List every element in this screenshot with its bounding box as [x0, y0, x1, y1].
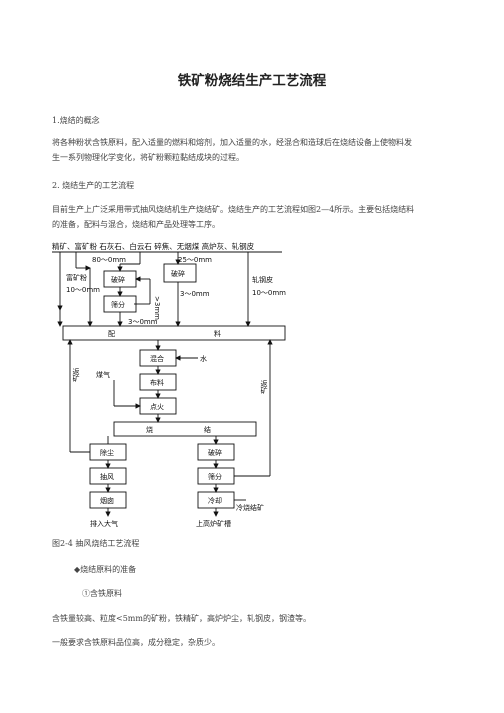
section-1-line-1: 将各种粉状含铁原料，配入适量的燃料和熔剂，加入适量的水，经混合和造球后在烧结设备… — [52, 138, 412, 147]
label-mill-scale: 轧钢皮 — [252, 275, 273, 284]
label-crush-2: 破碎 — [171, 269, 185, 278]
label-cool: 冷却 — [208, 496, 222, 505]
crush-box-2 — [163, 263, 197, 283]
label-10mm-b: 10～0mm — [252, 289, 286, 297]
label-rich-ore: 富矿粉 — [66, 273, 87, 282]
paragraph-2: 一般要求含铁原料品位高，成分稳定，杂质少。 — [52, 638, 220, 647]
label-sinter-right: 结 — [204, 425, 211, 434]
diagram-top-header: 精矿、富矿粉 石灰石、白云石 碎焦、无烟煤 高炉灰、轧钢皮 — [52, 241, 255, 251]
label-crush-3: 破碎 — [208, 448, 222, 457]
crush-box-1 — [103, 270, 137, 288]
label-water: 水 — [200, 354, 207, 363]
label-exhaust: 抽风 — [100, 472, 114, 481]
label-return-left: 返矿 — [72, 368, 80, 383]
label-3mm-a: 3～0mm — [128, 318, 158, 326]
label-3mm-b: 3～0mm — [180, 290, 210, 298]
bullet-heading: ◆烧结原料的准备 — [74, 565, 137, 574]
label-mix: 混合 — [150, 354, 164, 363]
label-screen-1: 筛分 — [111, 300, 125, 309]
label-dedust: 除尘 — [100, 448, 114, 457]
label-screen-2: 筛分 — [208, 472, 222, 481]
section-2-line-2: 的准备，配料与混合，烧结和产品处理等工序。 — [52, 220, 220, 229]
label-gt3mm: >3mm — [153, 296, 161, 320]
label-cold-sinter: 冷烧结矿 — [236, 503, 264, 512]
section-1-heading: 1.烧结的概念 — [52, 116, 100, 125]
label-chimney: 烟囱 — [100, 496, 114, 505]
label-25mm: 25～0mm — [178, 256, 212, 264]
sinter-bar — [113, 421, 257, 437]
label-80mm: 80～0mm — [92, 256, 126, 264]
sub-heading-1: ①含铁原料 — [82, 589, 122, 598]
section-2-heading: 2. 烧结生产的工艺流程 — [52, 181, 135, 190]
label-10mm-a: 10～0mm — [66, 286, 100, 294]
figure-caption: 图2-4 抽风烧结工艺流程 — [52, 539, 140, 548]
label-lay: 布料 — [150, 378, 164, 387]
label-return-right: 返矿 — [260, 380, 268, 395]
label-gas: 煤气 — [96, 370, 110, 379]
paragraph-1: 含铁量较高、粒度<5mm的矿粉，铁精矿，高炉炉尘，轧钢皮，钢渣等。 — [52, 614, 311, 623]
page-title: 铁矿粉烧结生产工艺流程 — [177, 73, 327, 89]
section-1-line-2: 生一系列物理化学变化，将矿粉颗粒黏结成块的过程。 — [52, 153, 244, 162]
batching-bar — [62, 325, 286, 341]
label-ignite: 点火 — [150, 403, 164, 411]
label-to-bf: 上高炉矿槽 — [196, 519, 231, 528]
label-crush-1: 破碎 — [111, 275, 125, 284]
label-batch-left: 配 — [108, 330, 115, 338]
label-to-air: 排入大气 — [90, 519, 118, 528]
label-sinter-left: 烧 — [146, 425, 153, 434]
screen-box-1 — [103, 295, 137, 313]
section-2-line-1: 目前生产上广泛采用带式抽风烧结机生产烧结矿。烧结生产的工艺流程如图2—4所示。主… — [52, 205, 415, 214]
label-batch-right: 料 — [214, 329, 221, 338]
